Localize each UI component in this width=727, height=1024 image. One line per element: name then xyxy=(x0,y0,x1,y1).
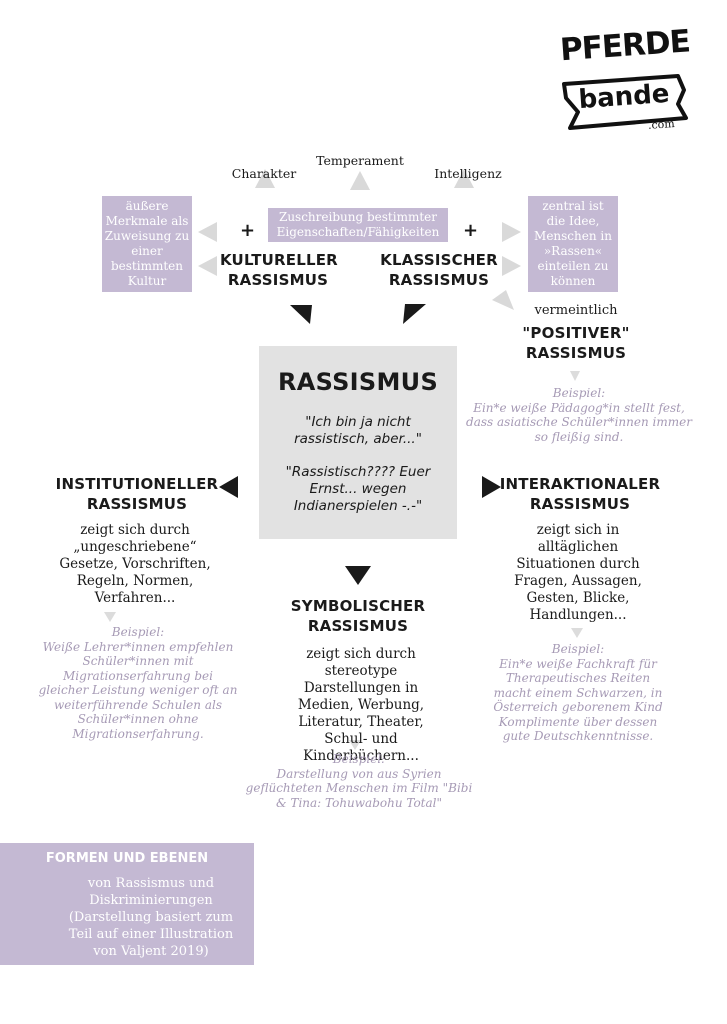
arrow-left-lower-icon xyxy=(198,256,217,276)
example-interaktionaler-label: Beispiel: xyxy=(551,642,605,656)
logo-graphic xyxy=(562,74,688,130)
center-box xyxy=(259,346,457,539)
arrow-down-symbolic-icon xyxy=(345,566,371,585)
heading-institutioneller-line1: INSTITUTIONELLER xyxy=(55,475,219,493)
heading-kultureller-line1: KULTURELLER xyxy=(220,251,338,269)
example-institutioneller: Beispiel: Weiße Lehrer*innen empfehlen S… xyxy=(38,625,238,741)
example-symbolischer: Beispiel: Darstellung von aus Syrien gef… xyxy=(244,752,474,810)
footer-title: FORMEN UND EBENEN xyxy=(45,851,209,866)
body-symbolischer: zeigt sich durch stereotype Darstellunge… xyxy=(297,646,425,764)
heading-institutioneller-line2: RASSISMUS xyxy=(86,495,188,513)
arrow-down-symbolic-example-icon xyxy=(349,740,361,750)
center-quote-1: "Ich bin ja nicht rassistisch, aber..." xyxy=(294,414,422,447)
arrow-down-right-positiver-icon xyxy=(492,290,514,310)
box-zentral-idee: zentral ist die Idee, Menschen in »Rasse… xyxy=(528,196,618,292)
heading-klassischer-rassismus: KLASSISCHER RASSISMUS xyxy=(378,250,500,290)
example-institutioneller-label: Beispiel: xyxy=(111,625,165,639)
heading-interaktionaler-line2: RASSISMUS xyxy=(529,495,631,513)
heading-positiver-line2: RASSISMUS xyxy=(525,344,627,362)
plus-right-icon: + xyxy=(463,220,479,241)
label-temperament: Temperament xyxy=(316,153,404,168)
arrow-down-positiver-example-icon xyxy=(570,371,580,381)
arrow-right-lower-icon xyxy=(502,256,521,276)
arrow-up-charakter-icon xyxy=(255,169,275,188)
heading-klassischer-line2: RASSISMUS xyxy=(388,271,490,289)
heading-symbolischer-line1: SYMBOLISCHER xyxy=(290,597,426,615)
heading-kultureller-line2: RASSISMUS xyxy=(227,271,329,289)
arrow-up-temperament-icon xyxy=(350,171,370,190)
arrow-left-upper-icon xyxy=(198,222,217,242)
center-title: RASSISMUS xyxy=(277,368,439,396)
heading-symbolischer-rassismus: SYMBOLISCHER RASSISMUS xyxy=(276,596,440,636)
example-interaktionaler: Beispiel: Ein*e weiße Fachkraft für Ther… xyxy=(490,642,666,744)
example-positiver-label: Beispiel: xyxy=(552,386,606,400)
arrow-to-center-right-icon xyxy=(403,304,426,324)
footer-text: von Rassismus und Diskriminierungen (Dar… xyxy=(68,876,234,959)
example-symbolischer-text: Darstellung von aus Syrien geflüchteten … xyxy=(245,766,473,810)
arrow-up-intelligenz-icon xyxy=(454,169,474,188)
label-vermeintlich: vermeintlich xyxy=(534,303,618,318)
logo: PFERDE bande .com xyxy=(559,23,691,141)
arrow-right-upper-icon xyxy=(502,222,521,242)
center-quote-2: "Rassistisch???? Euer Ernst... wegen Ind… xyxy=(285,464,431,514)
body-interaktionaler: zeigt sich in alltäglichen Situationen d… xyxy=(514,522,642,623)
heading-symbolischer-line2: RASSISMUS xyxy=(307,617,409,635)
footer-box xyxy=(0,843,254,965)
example-positiver-text: Ein*e weiße Pädagog*in stellt fest, dass… xyxy=(466,400,692,444)
heading-positiver-rassismus: "POSITIVER" RASSISMUS xyxy=(508,323,644,363)
example-institutioneller-text: Weiße Lehrer*innen empfehlen Schüler*inn… xyxy=(38,639,238,741)
label-intelligenz: Intelligenz xyxy=(434,166,502,181)
body-institutioneller: zeigt sich durch „ungeschriebene“ Gesetz… xyxy=(59,522,211,606)
heading-institutioneller-rassismus: INSTITUTIONELLER RASSISMUS xyxy=(54,474,220,514)
plus-left-icon: + xyxy=(240,220,256,241)
box-zuschreibung: Zuschreibung bestimmter Eigenschaften/Fä… xyxy=(268,208,448,242)
heading-kultureller-rassismus: KULTURELLER RASSISMUS xyxy=(220,250,338,290)
arrow-down-interactional-example-icon xyxy=(571,628,583,638)
arrow-down-institutional-example-icon xyxy=(104,612,116,622)
example-symbolischer-label: Beispiel: xyxy=(332,752,386,766)
example-interaktionaler-text: Ein*e weiße Fachkraft für Therapeutische… xyxy=(493,656,663,744)
arrow-right-interactional-icon xyxy=(482,476,501,498)
label-charakter: Charakter xyxy=(231,166,297,181)
heading-klassischer-line1: KLASSISCHER xyxy=(380,251,498,269)
heading-positiver-line1: "POSITIVER" xyxy=(522,324,630,342)
heading-interaktionaler-line1: INTERAKTIONALER xyxy=(499,475,661,493)
example-positiver: Beispiel: Ein*e weiße Pädagog*in stellt … xyxy=(466,386,692,444)
box-aeussere-merkmale: äußere Merkmale als Zuweisung zu einer b… xyxy=(102,196,192,292)
arrow-left-institutional-icon xyxy=(219,476,238,498)
arrow-to-center-left-icon xyxy=(290,305,312,324)
heading-interaktionaler-rassismus: INTERAKTIONALER RASSISMUS xyxy=(498,474,662,514)
